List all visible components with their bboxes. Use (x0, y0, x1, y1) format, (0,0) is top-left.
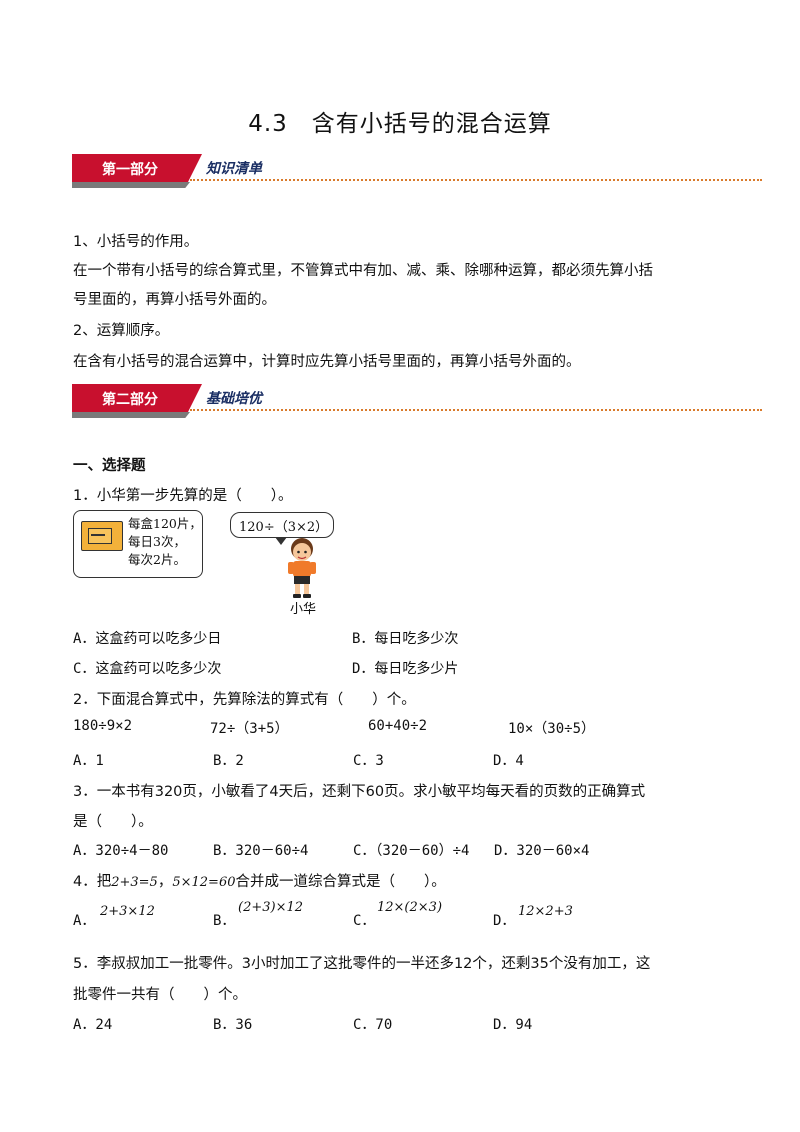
option: B．2 (213, 753, 244, 769)
option: A．这盒药可以吃多少日 (73, 631, 222, 647)
formula: 2+3=5 (111, 875, 158, 890)
speech-bubble: 120÷（3×2） (230, 512, 334, 545)
option: A．320÷4－80 (73, 843, 169, 859)
section-tab: 第二部分 (72, 384, 188, 412)
knowledge-line: 在一个带有小括号的综合算式里，不管算式中有加、减、乘、除哪种运算，都必须先算小括 (73, 263, 653, 279)
question-stem: 2．下面混合算式中，先算除法的算式有（ ）个。 (73, 692, 416, 708)
option-label: C． (353, 913, 376, 929)
option: C．70 (353, 1017, 393, 1033)
section-subtitle: 基础培优 (206, 391, 262, 407)
box-line: 每盒120片， (128, 516, 202, 531)
boy-character-icon (288, 538, 316, 598)
formula: 5×12=60 (172, 875, 236, 890)
question-stem: 3．一本书有320页，小敏看了4天后，还剩下60页。求小敏平均每天看的页数的正确… (73, 784, 646, 800)
stem-text: 合并成一道综合算式是（ ）。 (235, 874, 446, 890)
option: B．320－60÷4 (213, 843, 309, 859)
expression: 180÷9×2 (73, 718, 133, 734)
stem-text: ， (157, 874, 173, 890)
section-tab-label: 第二部分 (102, 392, 158, 408)
question-stem: 批零件一共有（ ）个。 (73, 987, 247, 1003)
option: A．1 (73, 753, 104, 769)
option-label: D． (493, 913, 516, 929)
question-stem: 5．李叔叔加工一批零件。3小时加工了这批零件的一半还多12个，还剩35个没有加工… (73, 956, 651, 972)
box-line: 每日3次， (128, 534, 186, 549)
medicine-box-icon (81, 521, 123, 551)
option: C．3 (353, 753, 384, 769)
knowledge-line: 号里面的，再算小括号外面的。 (73, 292, 276, 308)
box-line: 每次2片。 (128, 552, 186, 567)
option-label: A． (73, 913, 96, 929)
part-heading: 一、选择题 (73, 458, 146, 474)
stem-text: 4．把 (73, 874, 112, 890)
option: C．（320－60）÷4 (353, 843, 470, 859)
option: A．24 (73, 1017, 113, 1033)
bubble-text: 120÷（3×2） (239, 520, 329, 535)
option-formula: 2+3×12 (100, 904, 155, 919)
knowledge-line: 1、小括号的作用。 (73, 234, 199, 250)
section-banner-1: 第一部分 知识清单 (72, 154, 762, 190)
expression: 10×（30÷5） (508, 721, 596, 737)
option-formula: 12×(2×3) (377, 900, 443, 915)
section-subtitle: 知识清单 (206, 161, 262, 177)
dotted-divider (190, 409, 762, 411)
section-tab: 第一部分 (72, 154, 188, 182)
question-stem: 4．把2+3=5，5×12=60合并成一道综合算式是（ ）。 (73, 870, 446, 891)
option: D．320－60×4 (494, 843, 590, 859)
option-label: B． (213, 913, 236, 929)
question-stem: 是（ ）。 (73, 814, 153, 830)
character-name: 小华 (290, 602, 317, 617)
section-tab-label: 第一部分 (102, 162, 158, 178)
question-stem: 1．小华第一步先算的是（ ）。 (73, 488, 293, 504)
option: B．36 (213, 1017, 253, 1033)
option: D．每日吃多少片 (352, 661, 459, 677)
option: D．4 (493, 753, 524, 769)
expression: 72÷（3+5） (210, 721, 289, 737)
option: B．每日吃多少次 (352, 631, 459, 647)
dotted-divider (190, 179, 762, 181)
option: C．这盒药可以吃多少次 (73, 661, 222, 677)
medicine-info-box: 每盒120片， 每日3次， 每次2片。 (73, 510, 203, 578)
option-formula: (2+3)×12 (238, 900, 304, 915)
page-title: 4.3 含有小括号的混合运算 (248, 111, 552, 137)
expression: 60+40÷2 (368, 718, 428, 734)
option: D．94 (493, 1017, 533, 1033)
knowledge-line: 2、运算顺序。 (73, 323, 170, 339)
option-formula: 12×2+3 (518, 904, 573, 919)
section-banner-2: 第二部分 基础培优 (72, 384, 762, 420)
knowledge-line: 在含有小括号的混合运算中，计算时应先算小括号里面的，再算小括号外面的。 (73, 354, 581, 370)
